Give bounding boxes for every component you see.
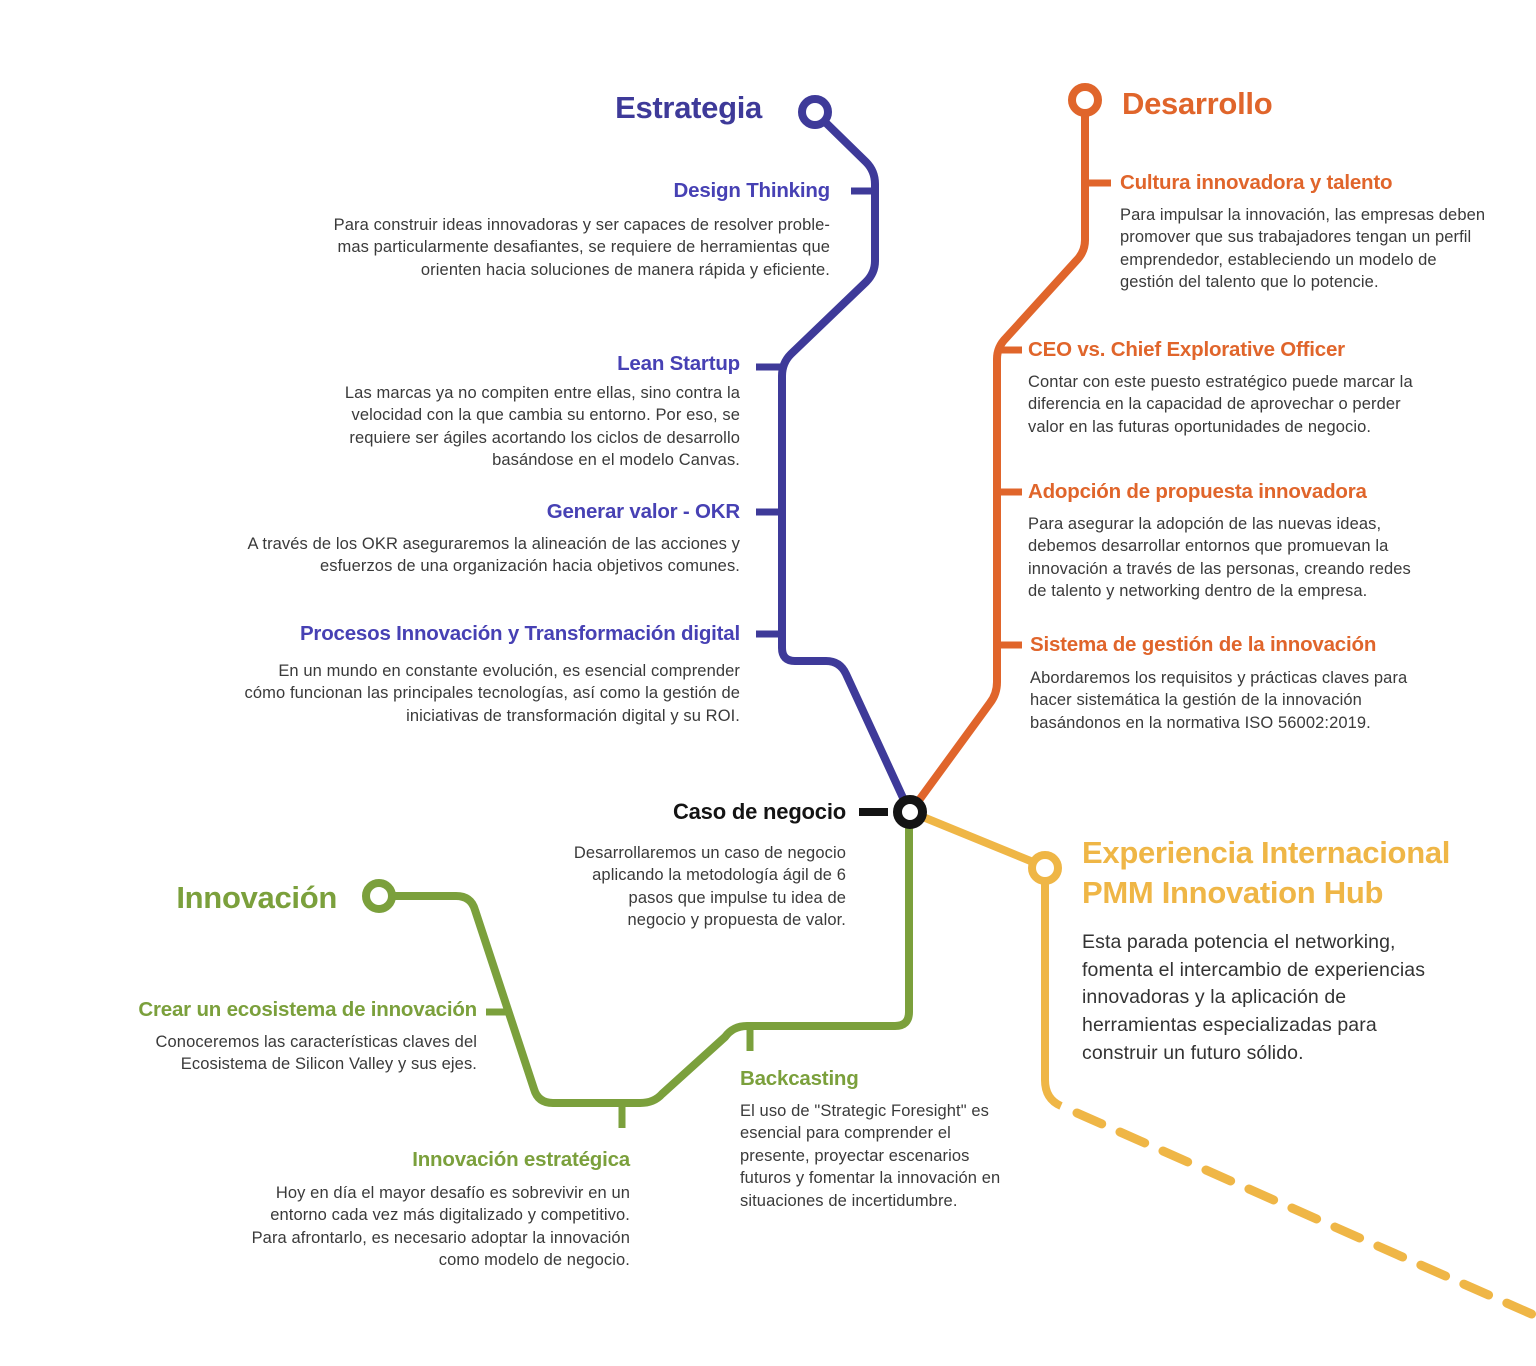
- estrategia-line: [778, 116, 908, 802]
- station-adopcion-propuesta-heading: Adopción de propuesta innovadora: [1028, 480, 1367, 503]
- experiencia-terminus-icon: [1028, 851, 1062, 885]
- experiencia-dashed-line: [1072, 1108, 1536, 1321]
- desarrollo-title: Desarrollo: [1122, 86, 1273, 121]
- estrategia-terminus-icon: [798, 95, 832, 129]
- experiencia-line: [921, 813, 1063, 1110]
- station-lean-startup-body: Las marcas ya no compiten entre ellas, s…: [344, 384, 740, 470]
- station-adopcion-propuesta-body: Para asegurar la adopción de las nuevas …: [1028, 515, 1411, 601]
- station-backcasting-heading: Backcasting: [740, 1067, 859, 1090]
- station-crear-ecosistema-body: Conoceremos las características claves d…: [155, 1033, 477, 1074]
- station-sistema-gestion-body: Abordaremos los requisitos y prácticas c…: [1030, 669, 1408, 732]
- experiencia-body: Esta parada potencia el networking, fome…: [1082, 931, 1426, 1064]
- desarrollo-station-ticks: [997, 179, 1111, 649]
- station-ceo-vs-ceo-heading: CEO vs. Chief Explorative Officer: [1028, 338, 1345, 361]
- station-cultura-innovadora-body: Para impulsar la innovación, las empresa…: [1120, 206, 1486, 292]
- experiencia-title: Experiencia Internacional PMM Innovation…: [1082, 835, 1451, 911]
- estrategia-station-ticks: [756, 187, 876, 638]
- caso-de-negocio-title: Caso de negocio: [672, 799, 846, 824]
- innovacion-terminus-icon: [362, 879, 396, 913]
- station-design-thinking-heading: Design Thinking: [673, 179, 831, 202]
- station-crear-ecosistema-heading: Crear un ecosistema de innovación: [138, 998, 477, 1021]
- caso-de-negocio-body: Desarrollaremos un caso de negocio aplic…: [573, 844, 846, 930]
- station-sistema-gestion-heading: Sistema de gestión de la innovación: [1030, 633, 1377, 656]
- station-design-thinking-body: Para construir ideas innovadoras y ser c…: [333, 216, 830, 279]
- station-cultura-innovadora-heading: Cultura innovadora y talento: [1120, 171, 1393, 194]
- station-innovacion-estrategica-body: Hoy en día el mayor desafío es sobrevivi…: [251, 1184, 630, 1270]
- station-generar-valor-okr-body: A través de los OKR aseguraremos la alin…: [247, 535, 740, 576]
- station-ceo-vs-ceo-body: Contar con este puesto estratégico puede…: [1028, 373, 1413, 436]
- station-backcasting-body: El uso de "Strategic Foresight" es esenc…: [740, 1102, 1001, 1210]
- innovacion-station-ticks: [486, 1008, 754, 1128]
- estrategia-title: Estrategia: [615, 90, 762, 125]
- innovacion-title: Innovación: [176, 880, 337, 915]
- innovacion-line: [393, 828, 913, 1107]
- caso-hub-icon: [893, 795, 927, 829]
- station-generar-valor-okr-heading: Generar valor - OKR: [546, 500, 740, 523]
- station-procesos-innovacion-heading: Procesos Innovación y Transformación dig…: [299, 622, 740, 645]
- station-procesos-innovacion-body: En un mundo en constante evolución, es e…: [244, 662, 740, 725]
- station-innovacion-estrategica-heading: Innovación estratégica: [412, 1148, 630, 1171]
- station-lean-startup-heading: Lean Startup: [617, 352, 740, 375]
- desarrollo-terminus-icon: [1068, 83, 1102, 117]
